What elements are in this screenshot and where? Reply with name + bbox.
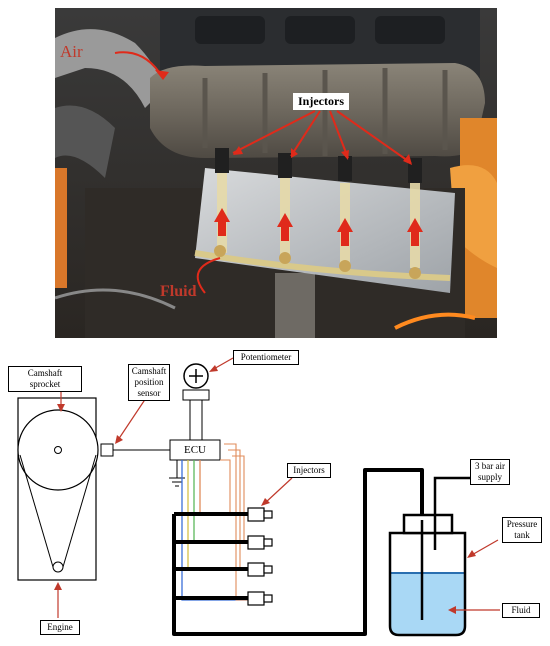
ecu-label: ECU	[184, 444, 206, 456]
potentiometer-body	[182, 389, 210, 401]
camshaft-position-sensor-label: Camshaft position sensor	[128, 364, 170, 401]
potentiometer-label: Potentiometer	[233, 350, 299, 365]
engine-label: Engine	[40, 620, 80, 635]
engine-frame	[17, 397, 97, 581]
air-supply-label: 3 bar air supply	[470, 459, 510, 485]
injectors-label: Injectors	[287, 463, 331, 478]
pressure-tank	[388, 531, 467, 637]
camshaft-sensor-box	[100, 443, 114, 457]
ecu-box	[169, 439, 221, 461]
pressure-tank-label: Pressure tank	[502, 517, 542, 543]
photo-air-label: Air	[60, 42, 83, 61]
engine-photo	[55, 8, 497, 338]
fluid-label: Fluid	[502, 603, 540, 618]
pressure-tank-fluid	[390, 573, 465, 635]
photo-fluid-label: Fluid	[160, 283, 197, 300]
camshaft-sprocket-circle	[17, 409, 99, 491]
photo-injectors-label: Injectors	[293, 93, 349, 110]
camshaft-sprocket-label: Camshaft sprocket	[8, 366, 82, 392]
schematic-diagram	[17, 357, 500, 637]
